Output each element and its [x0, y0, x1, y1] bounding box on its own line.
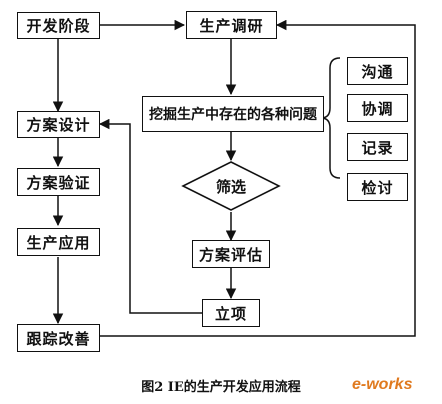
node-track: 跟踪改善: [17, 324, 100, 352]
node-research: 生产调研: [186, 11, 277, 39]
node-review: 检讨: [347, 173, 408, 201]
node-evaluate: 方案评估: [192, 240, 270, 268]
node-record: 记录: [347, 133, 408, 161]
node-dev-stage: 开发阶段: [17, 12, 100, 39]
node-project: 立项: [202, 299, 260, 327]
node-filter-label: 筛选: [215, 177, 246, 196]
arrow-project-to-design: [98, 118, 202, 314]
node-verify: 方案验证: [17, 168, 100, 196]
node-communicate: 沟通: [347, 57, 408, 85]
arrow-track-to-research: [100, 19, 416, 337]
figure-caption: 图2 IE的生产开发应用流程: [141, 380, 301, 395]
filter-diamond: [181, 161, 281, 211]
node-design: 方案设计: [17, 111, 100, 138]
node-problems: 挖掘生产中存在的各种问题: [142, 96, 324, 132]
watermark-logo: e-works: [352, 376, 413, 393]
node-apply: 生产应用: [17, 228, 100, 256]
node-coordinate: 协调: [347, 94, 408, 122]
